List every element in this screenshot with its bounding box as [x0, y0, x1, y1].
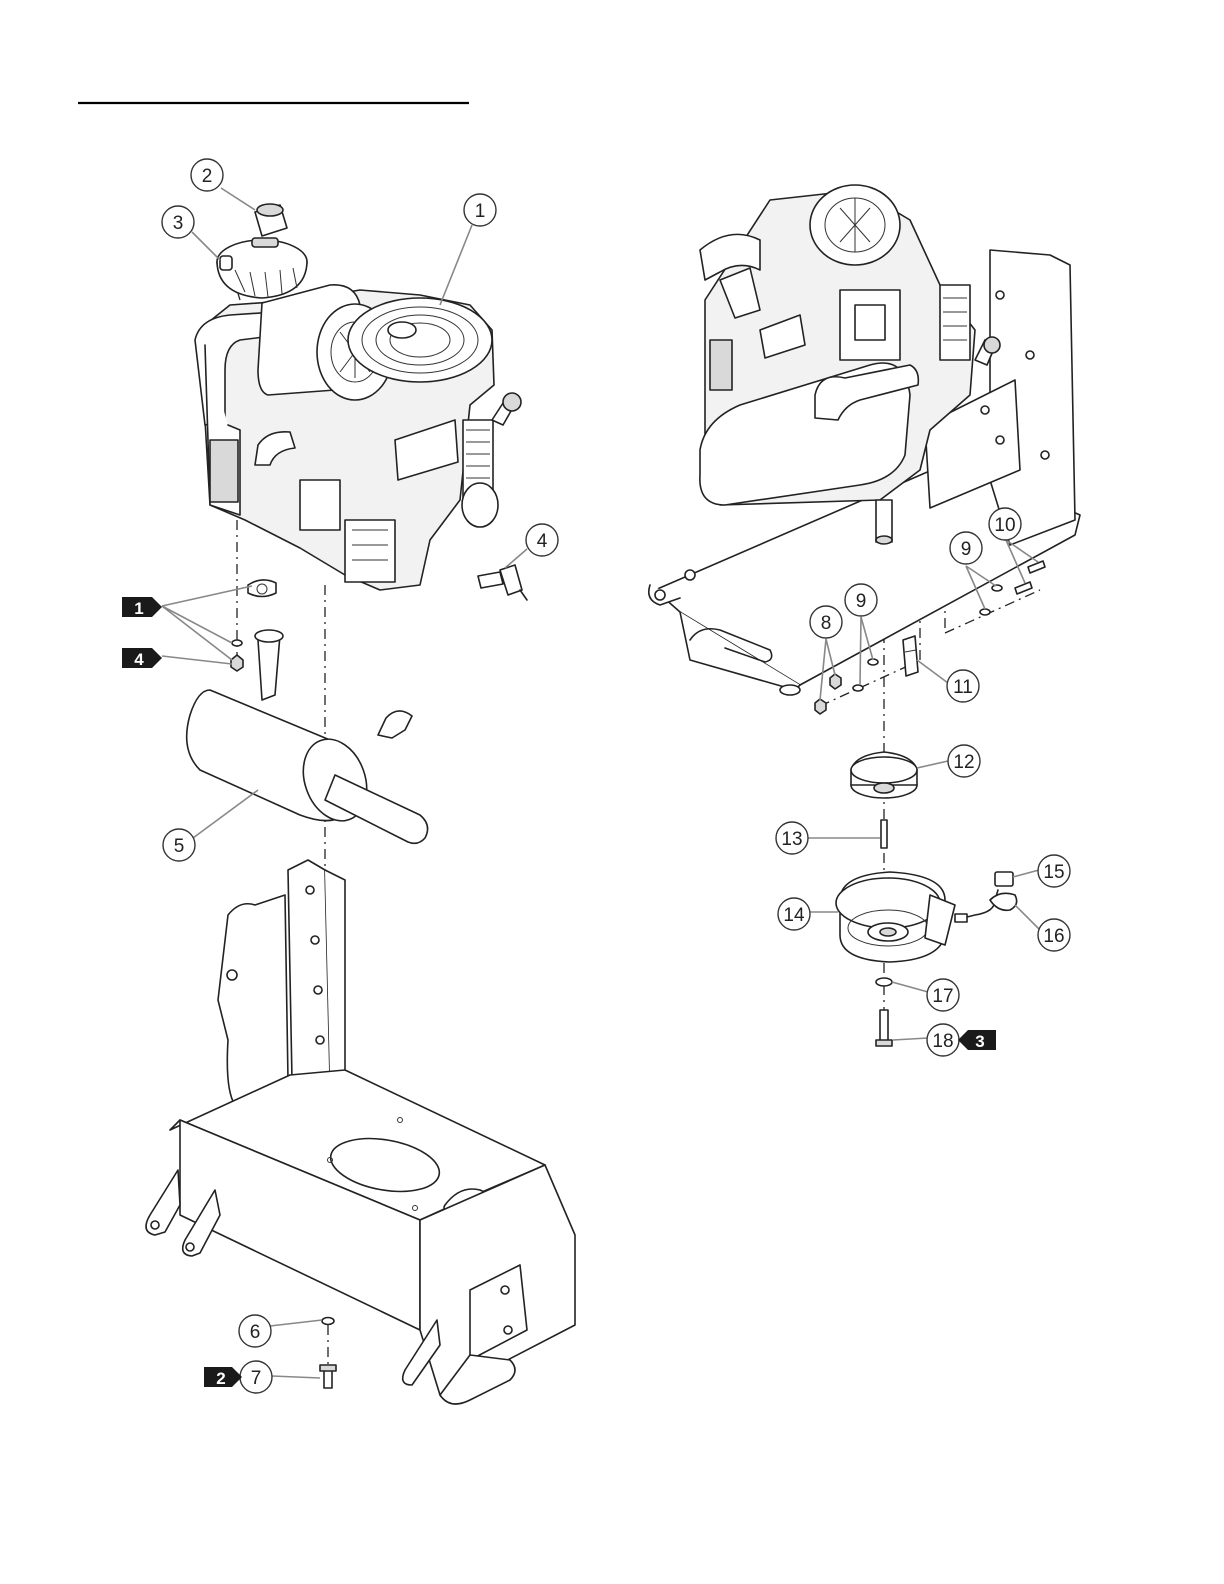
- callout-13: 13: [776, 822, 808, 854]
- svg-text:3: 3: [173, 213, 184, 234]
- svg-text:1: 1: [134, 599, 143, 618]
- callout-6: 6: [239, 1315, 271, 1347]
- part-9-washer-c: [980, 609, 990, 615]
- svg-text:11: 11: [953, 677, 973, 698]
- exhaust-gasket: [248, 580, 276, 597]
- svg-text:6: 6: [250, 1322, 261, 1343]
- tag-2: 2: [204, 1367, 242, 1388]
- svg-text:12: 12: [953, 752, 974, 773]
- callout-8: 8: [810, 606, 842, 638]
- exhaust-nut: [231, 655, 243, 671]
- callout-14: 14: [778, 898, 810, 930]
- svg-text:4: 4: [134, 650, 144, 669]
- svg-text:9: 9: [856, 591, 867, 612]
- part-4-fuel-fitting: [478, 565, 527, 600]
- callout-2: 2: [191, 159, 223, 191]
- part-9-washer-a: [853, 685, 863, 691]
- tag-4: 4: [122, 648, 162, 669]
- engine: [195, 285, 521, 590]
- callout-15: 15: [1038, 855, 1070, 887]
- exhaust-washer: [232, 640, 242, 646]
- part-14-clutch: [836, 872, 998, 962]
- engine-frame: [146, 860, 575, 1404]
- part-17-washer: [876, 978, 892, 986]
- part-9-washer-d: [992, 585, 1002, 591]
- svg-text:7: 7: [251, 1368, 262, 1389]
- callout-4: 4: [526, 524, 558, 556]
- svg-text:9: 9: [961, 539, 972, 560]
- part-5-muffler: [187, 630, 428, 843]
- svg-text:3: 3: [975, 1032, 984, 1051]
- callout-12: 12: [948, 745, 980, 777]
- part-18-bolt: [876, 1010, 892, 1046]
- part-13-key: [881, 820, 887, 848]
- callout-17: 17: [927, 979, 959, 1011]
- callout-16: 16: [1038, 919, 1070, 951]
- part-7-bolt: [320, 1365, 336, 1388]
- callout-9-upper: 9: [950, 532, 982, 564]
- part-8-nut-a: [815, 699, 826, 714]
- svg-text:15: 15: [1043, 862, 1064, 883]
- part-12-pulley: [851, 752, 917, 798]
- svg-text:18: 18: [932, 1031, 953, 1052]
- svg-text:8: 8: [821, 613, 832, 634]
- svg-text:4: 4: [537, 531, 548, 552]
- callout-18: 18: [927, 1024, 959, 1056]
- svg-text:1: 1: [475, 201, 486, 222]
- svg-text:13: 13: [781, 829, 802, 850]
- svg-text:2: 2: [202, 166, 213, 187]
- svg-text:14: 14: [783, 905, 805, 926]
- tag-1: 1: [122, 597, 162, 618]
- callout-11: 11: [947, 670, 979, 702]
- svg-text:2: 2: [216, 1369, 225, 1388]
- svg-text:10: 10: [994, 515, 1015, 536]
- callout-10: 10: [989, 508, 1021, 540]
- part-16-harness: [990, 893, 1017, 910]
- svg-text:5: 5: [174, 836, 185, 857]
- part-15-connector: [995, 872, 1013, 886]
- callout-1: 1: [464, 194, 496, 226]
- svg-text:17: 17: [932, 986, 953, 1007]
- part-6-washer: [322, 1318, 334, 1325]
- svg-text:16: 16: [1043, 926, 1064, 947]
- part-8-nut-b: [830, 674, 841, 689]
- part-2-breather-cap: [255, 204, 287, 236]
- callout-5: 5: [163, 829, 195, 861]
- tag-3: 3: [958, 1030, 996, 1051]
- callout-9-lower: 9: [845, 584, 877, 616]
- callout-3: 3: [162, 206, 194, 238]
- part-3-fitting: [220, 256, 232, 270]
- callout-7: 7: [240, 1361, 272, 1393]
- part-11-plate: [903, 636, 918, 676]
